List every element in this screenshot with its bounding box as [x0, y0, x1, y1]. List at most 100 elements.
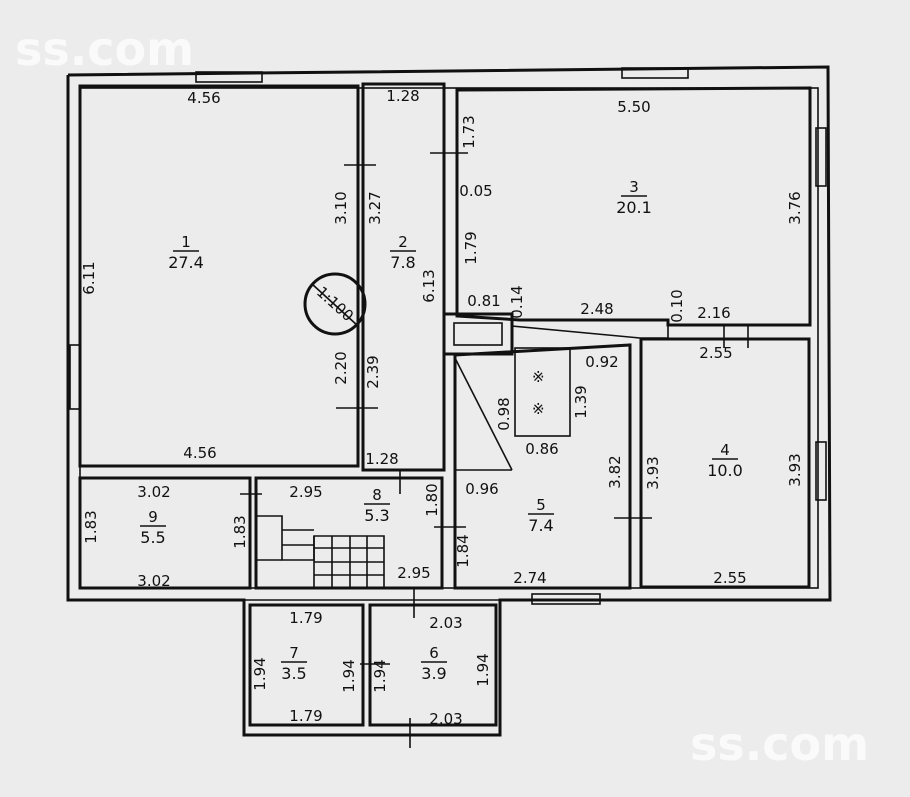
- window-top-right: [621, 67, 689, 79]
- room-number: 9: [148, 508, 158, 526]
- dimension-label: 3.27: [366, 191, 384, 224]
- dimension-label: 1.94: [251, 657, 269, 690]
- dimension-label: 0.14: [508, 285, 526, 318]
- dimension-label: 0.92: [585, 353, 618, 371]
- dimension-label: 1.39: [572, 385, 590, 418]
- chimney-shaft: [442, 312, 669, 356]
- watermark-bottom-right: ss.com: [690, 717, 869, 771]
- room-area: 3.9: [421, 664, 446, 683]
- room-label-1: 127.4: [168, 233, 204, 272]
- dimension-label: 3.93: [786, 453, 804, 486]
- dimension-label: 2.95: [289, 483, 322, 501]
- room-label-3: 320.1: [616, 178, 652, 217]
- window-right-top: [815, 127, 827, 187]
- vent-symbol-1: ※: [532, 368, 545, 386]
- staircase: [256, 515, 385, 588]
- room-label-6: 63.9: [421, 644, 447, 683]
- dimension-label: 1.73: [460, 115, 478, 148]
- room-number: 1: [181, 233, 191, 251]
- dimension-labels: 4.56 6.11 3.10 2.20 4.56 1.28 3.27 6.13 2.39 1.28…: [80, 87, 804, 728]
- dimension-label: 3.82: [606, 455, 624, 488]
- room-label-5: 57.4: [528, 496, 554, 535]
- room-label-4: 410.0: [707, 441, 743, 480]
- dimension-label: 3.02: [137, 483, 170, 501]
- room-5-outline: [453, 343, 632, 590]
- dimension-label: 1.79: [462, 231, 480, 264]
- dimension-label: 0.05: [459, 182, 492, 200]
- room-6-outline: [368, 603, 498, 727]
- windows: [69, 67, 827, 605]
- room-7-outline: [248, 603, 365, 727]
- dimension-label: 5.50: [617, 98, 650, 116]
- room-area: 5.5: [140, 528, 165, 547]
- dimension-label: 1.94: [474, 653, 492, 686]
- dimension-label: 1.94: [371, 659, 389, 692]
- dimension-label: 2.95: [397, 564, 430, 582]
- dimension-label: 1.83: [82, 510, 100, 543]
- dimension-label: 0.86: [525, 440, 558, 458]
- window-top-left: [195, 71, 263, 83]
- dimension-label: 2.48: [580, 300, 613, 318]
- dimension-label: 0.96: [465, 480, 498, 498]
- dimension-label: 2.03: [429, 710, 462, 728]
- room-label-8: 85.3: [364, 486, 390, 525]
- room-area: 10.0: [707, 461, 743, 480]
- utility-closet: ※ ※: [454, 347, 571, 471]
- dimension-label: 6.13: [420, 269, 438, 302]
- dimension-label: 2.16: [697, 304, 730, 322]
- window-bottom: [531, 593, 601, 605]
- dimension-label: 1.94: [340, 659, 358, 692]
- dimension-label: 2.55: [699, 344, 732, 362]
- dimension-label: 1.83: [231, 515, 249, 548]
- room-number: 3: [629, 178, 639, 196]
- dimension-label: 2.74: [513, 569, 546, 587]
- room-label-9: 95.5: [140, 508, 166, 547]
- room-area: 5.3: [364, 506, 389, 525]
- scale-marker: 1:100: [303, 272, 367, 336]
- dimension-label: 3.10: [332, 191, 350, 224]
- room-1-outline: [78, 84, 360, 468]
- window-left: [69, 344, 81, 410]
- outer-walls: [66, 65, 832, 737]
- dimension-label: 1.84: [454, 534, 472, 567]
- room-label-7: 73.5: [281, 644, 307, 683]
- dimension-label: 6.11: [80, 261, 98, 294]
- dimension-label: 3.76: [786, 191, 804, 224]
- room-area: 7.8: [390, 253, 415, 272]
- watermark-top-left: ss.com: [15, 22, 194, 76]
- room-number: 2: [398, 233, 408, 251]
- room-number: 7: [289, 644, 299, 662]
- dimension-label: 0.10: [668, 289, 686, 322]
- dimension-label: 4.56: [183, 444, 216, 462]
- dimension-label: 1.80: [423, 483, 441, 516]
- dimension-label: 0.81: [467, 292, 500, 310]
- room-9-outline: [78, 476, 252, 590]
- dimension-label: 2.20: [332, 351, 350, 384]
- room-number: 8: [372, 486, 382, 504]
- vent-symbol-2: ※: [532, 400, 545, 418]
- room-label-2: 27.8: [390, 233, 416, 272]
- room-4-outline: [639, 337, 811, 589]
- room-number: 4: [720, 441, 730, 459]
- dimension-label: 0.98: [495, 397, 513, 430]
- dimension-label: 1.28: [386, 87, 419, 105]
- door-marks: [240, 152, 749, 748]
- room-area: 27.4: [168, 253, 204, 272]
- room-number: 5: [536, 496, 546, 514]
- room-area: 20.1: [616, 198, 652, 217]
- dimension-label: 4.56: [187, 89, 220, 107]
- room-number: 6: [429, 644, 439, 662]
- scale-label: 1:100: [313, 283, 357, 325]
- dimension-label: 1.79: [289, 707, 322, 725]
- room-area: 7.4: [528, 516, 553, 535]
- dimension-label: 3.02: [137, 572, 170, 590]
- room-area: 3.5: [281, 664, 306, 683]
- dimension-label: 1.28: [365, 450, 398, 468]
- dimension-label: 1.79: [289, 609, 322, 627]
- dimension-label: 3.93: [644, 456, 662, 489]
- dimension-label: 2.03: [429, 614, 462, 632]
- dimension-label: 2.39: [364, 355, 382, 388]
- dimension-label: 2.55: [713, 569, 746, 587]
